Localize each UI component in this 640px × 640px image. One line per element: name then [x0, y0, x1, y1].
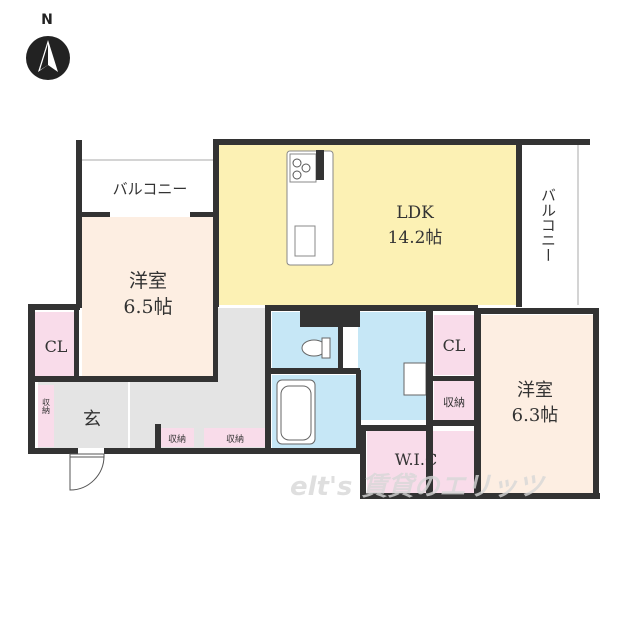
balcony-right-label: バルコニー	[539, 188, 557, 263]
kitchen-counter	[286, 150, 334, 266]
north-arrow-icon	[26, 36, 70, 80]
western-room-1	[82, 217, 214, 377]
wic-label: W.I.C	[395, 450, 437, 469]
western-room-1-name: 洋室	[129, 270, 167, 292]
closet-right	[434, 315, 474, 375]
western-room-2	[481, 315, 593, 493]
ldk	[217, 145, 519, 305]
toilet-icon	[301, 337, 331, 359]
closet-left-label: CL	[45, 337, 68, 356]
entrance-label: 玄	[83, 409, 101, 430]
western-room-1-size: 6.5帖	[123, 296, 172, 318]
storage-right	[434, 381, 474, 421]
stove-icon	[292, 158, 302, 168]
bathtub-icon	[276, 379, 316, 445]
storage-hall-2	[204, 428, 266, 447]
compass-north-label: N	[41, 12, 53, 28]
storage-entrance	[38, 385, 54, 447]
compass: N	[26, 12, 70, 80]
storage-hall-2-label: 収納	[226, 433, 244, 445]
western-room-2-name: 洋室	[517, 380, 553, 401]
storage-entrance-label: 収納	[42, 397, 51, 415]
balcony-left	[82, 160, 213, 215]
balcony-right	[522, 145, 578, 305]
closet-right-label: CL	[443, 336, 466, 355]
washbasin-icon	[403, 362, 427, 396]
western-room-2-size: 6.3帖	[512, 405, 559, 426]
closet-left	[35, 312, 77, 378]
balcony-left-label: バルコニー	[113, 180, 188, 198]
ldk-name: LDK	[396, 203, 434, 223]
storage-hall-1	[160, 428, 194, 447]
walls	[28, 139, 600, 499]
walk-in-closet	[367, 431, 475, 493]
front-door[interactable]	[69, 454, 105, 491]
storage-right-label: 収納	[443, 396, 465, 409]
storage-hall-1-label: 収納	[168, 433, 186, 445]
ldk-size: 14.2帖	[388, 228, 443, 248]
watermark: elt's 賃貸のエリッツ	[290, 472, 546, 502]
sink-icon	[294, 225, 316, 257]
